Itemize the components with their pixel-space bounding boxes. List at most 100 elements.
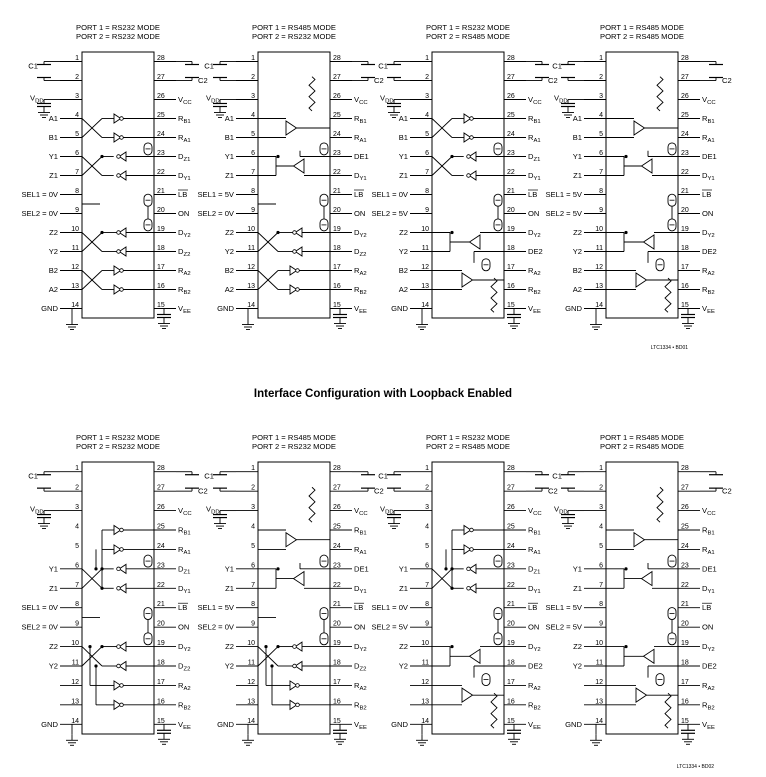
buffer-symbol — [633, 120, 646, 136]
junction-dot — [624, 567, 628, 571]
pin-number: 5 — [425, 543, 429, 550]
pin-number: 7 — [599, 169, 603, 176]
pin-number: 15 — [333, 718, 341, 725]
pin-number: 1 — [75, 465, 79, 472]
pin-number: 9 — [599, 621, 603, 628]
port2-mode-label: PORT 2 = RS485 MODE — [426, 32, 510, 41]
pin-label: RA1 — [354, 545, 367, 556]
pin-number: 25 — [157, 112, 165, 119]
pin-number: 17 — [681, 264, 689, 271]
pin-label: SEL1 = 5V — [545, 190, 582, 199]
pin-number: 6 — [251, 562, 255, 569]
pin-number: 9 — [251, 207, 255, 214]
pin-label: RB1 — [178, 526, 191, 537]
pin-label: RB1 — [178, 114, 191, 125]
pin-number: 8 — [425, 188, 429, 195]
inverter-bubble — [116, 644, 121, 649]
pin-number: 9 — [425, 207, 429, 214]
pin-number: 26 — [507, 93, 515, 100]
buffer-symbol — [642, 648, 655, 665]
junction-dot — [450, 567, 454, 571]
pin-number: 24 — [157, 543, 165, 550]
pin-label: Z1 — [49, 584, 58, 593]
pin-label: VDD — [30, 505, 44, 516]
pin-label: C1 — [378, 62, 388, 71]
pin-number: 10 — [247, 226, 255, 233]
pin-label: VEE — [178, 304, 191, 315]
pin-label: DE2 — [528, 247, 543, 256]
pin-label: C2 — [548, 487, 558, 496]
pin-number: 19 — [507, 226, 515, 233]
pin-number: 26 — [507, 504, 515, 511]
pin-label: B1 — [399, 133, 408, 142]
pin-number: 18 — [681, 245, 689, 252]
pin-number: 12 — [71, 679, 79, 686]
pin-number: 28 — [507, 465, 515, 472]
wire — [308, 76, 316, 112]
pin-number: 7 — [251, 169, 255, 176]
pin-number: 14 — [421, 718, 429, 725]
pin-number: 13 — [595, 283, 603, 290]
pin-number: 14 — [247, 302, 255, 309]
pin-number: 23 — [157, 150, 165, 157]
pin-number: 19 — [507, 640, 515, 647]
pin-number: 8 — [425, 601, 429, 608]
pin-number: 9 — [599, 207, 603, 214]
junction-dot — [94, 567, 98, 571]
pin-label: VEE — [354, 720, 367, 731]
junction-dot — [450, 154, 454, 159]
pin-label: RA2 — [178, 266, 191, 277]
pin-number: 1 — [251, 55, 255, 62]
pin-number: 15 — [681, 718, 689, 725]
pin-label: ON — [354, 623, 365, 632]
pin-number: 18 — [157, 245, 165, 252]
pin-number: 1 — [599, 465, 603, 472]
port1-mode-label: PORT 1 = RS232 MODE — [76, 433, 160, 442]
pin-number: 22 — [333, 582, 341, 589]
pin-number: 8 — [75, 601, 79, 608]
pin-label: GND — [565, 720, 582, 729]
pin-label: Y2 — [225, 662, 234, 671]
pin-number: 26 — [333, 93, 341, 100]
pin-number: 19 — [681, 640, 689, 647]
port2-mode-label: PORT 2 = RS232 MODE — [252, 442, 336, 451]
pin-number: 25 — [681, 524, 689, 531]
pin-number: 23 — [333, 562, 341, 569]
junction-dot — [276, 644, 280, 649]
pin-number: 10 — [595, 226, 603, 233]
pin-number: 18 — [507, 660, 515, 667]
inverter-bubble — [466, 154, 471, 159]
pin-label: VCC — [354, 506, 368, 517]
ic-body — [431, 461, 505, 735]
pin-number: 5 — [75, 131, 79, 138]
pin-number: 23 — [507, 150, 515, 157]
junction-dot — [94, 664, 98, 668]
pin-number: 11 — [422, 245, 429, 252]
wire — [490, 277, 498, 313]
pin-label: SEL2 = 5V — [371, 209, 408, 218]
pin-label: A1 — [573, 114, 582, 123]
pin-label: VEE — [528, 304, 541, 315]
pin-label: RB1 — [528, 526, 541, 537]
pin-label: A1 — [49, 114, 58, 123]
pin-number: 10 — [71, 640, 79, 647]
pin-label: LB — [354, 603, 363, 612]
pin-number: 8 — [251, 188, 255, 195]
pin-label: Z1 — [49, 171, 58, 180]
pin-number: 13 — [595, 698, 603, 705]
pin-label: B2 — [399, 266, 408, 275]
pin-number: 17 — [157, 679, 165, 686]
pin-number: 20 — [333, 207, 341, 214]
pin-label: B1 — [49, 133, 58, 142]
pin-label: Z1 — [225, 584, 234, 593]
pin-label: B1 — [225, 133, 234, 142]
pin-label: Y1 — [573, 152, 582, 161]
pin-label: LB — [528, 190, 537, 199]
pin-number: 11 — [72, 245, 79, 252]
pin-label: DZ2 — [178, 662, 190, 673]
pin-label: ON — [702, 209, 713, 218]
pin-number: 16 — [507, 698, 515, 705]
pin-number: 17 — [681, 679, 689, 686]
pin-number: 27 — [681, 74, 689, 81]
